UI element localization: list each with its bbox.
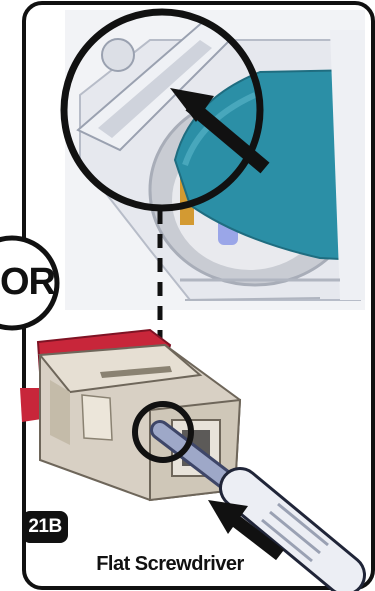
tool-caption: Flat Screwdriver bbox=[70, 553, 270, 576]
or-label: OR bbox=[0, 261, 44, 304]
step-badge: 21B bbox=[22, 511, 68, 543]
closeup-scene bbox=[65, 10, 365, 310]
